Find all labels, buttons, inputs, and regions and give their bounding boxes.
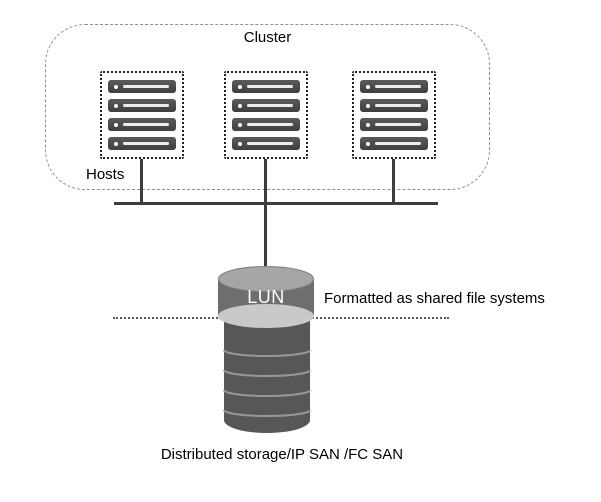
server-power-dot: [238, 85, 242, 89]
server-power-dot: [366, 85, 370, 89]
server-slot-bar: [123, 104, 169, 107]
server-slot-bar: [123, 142, 169, 145]
server-power-dot: [114, 104, 118, 108]
server-power-dot: [366, 104, 370, 108]
server-icon: [232, 118, 300, 131]
server-power-dot: [114, 123, 118, 127]
lun-cylinder-bottom: [218, 304, 314, 328]
server-icon: [360, 99, 428, 112]
storage-ring: [223, 349, 311, 357]
server-slot-bar: [247, 123, 293, 126]
lun-label: LUN: [247, 287, 285, 307]
storage-caption: Distributed storage/IP SAN /FC SAN: [160, 446, 404, 463]
connector-host1-bus: [140, 159, 143, 203]
server-slot-bar: [375, 85, 421, 88]
storage-ring: [223, 409, 311, 417]
lun-cylinder-icon: [218, 266, 314, 328]
server-icon: [360, 137, 428, 150]
server-power-dot: [366, 142, 370, 146]
server-slot-bar: [247, 85, 293, 88]
storage-cylinder-icon: [223, 320, 311, 433]
cluster-label: Cluster: [243, 29, 292, 46]
server-icon: [108, 80, 176, 93]
server-slot-bar: [375, 104, 421, 107]
connector-host2-bus: [264, 159, 267, 203]
server-power-dot: [366, 123, 370, 127]
connector-bus-lun: [264, 204, 267, 268]
storage-ring: [223, 389, 311, 397]
server-slot-bar: [123, 85, 169, 88]
server-slot-bar: [123, 123, 169, 126]
cluster-boundary: [45, 24, 490, 190]
hosts-label: Hosts: [86, 166, 125, 183]
server-slot-bar: [247, 142, 293, 145]
server-power-dot: [238, 104, 242, 108]
server-icon: [108, 118, 176, 131]
server-power-dot: [114, 142, 118, 146]
server-icon: [108, 99, 176, 112]
host-server-stack-3: [352, 71, 436, 159]
server-slot-bar: [247, 104, 293, 107]
formatted-note: Formatted as shared file systems: [324, 290, 545, 307]
server-icon: [360, 118, 428, 131]
server-slot-bar: [375, 123, 421, 126]
host-server-stack-2: [224, 71, 308, 159]
server-power-dot: [238, 142, 242, 146]
server-power-dot: [238, 123, 242, 127]
host-server-stack-1: [100, 71, 184, 159]
server-slot-bar: [375, 142, 421, 145]
storage-ring: [223, 369, 311, 377]
server-icon: [232, 80, 300, 93]
server-icon: [232, 99, 300, 112]
network-bus-line: [114, 202, 438, 205]
connector-host3-bus: [392, 159, 395, 203]
server-icon: [232, 137, 300, 150]
server-icon: [360, 80, 428, 93]
lun-cylinder-top: [218, 266, 314, 292]
server-power-dot: [114, 85, 118, 89]
server-icon: [108, 137, 176, 150]
